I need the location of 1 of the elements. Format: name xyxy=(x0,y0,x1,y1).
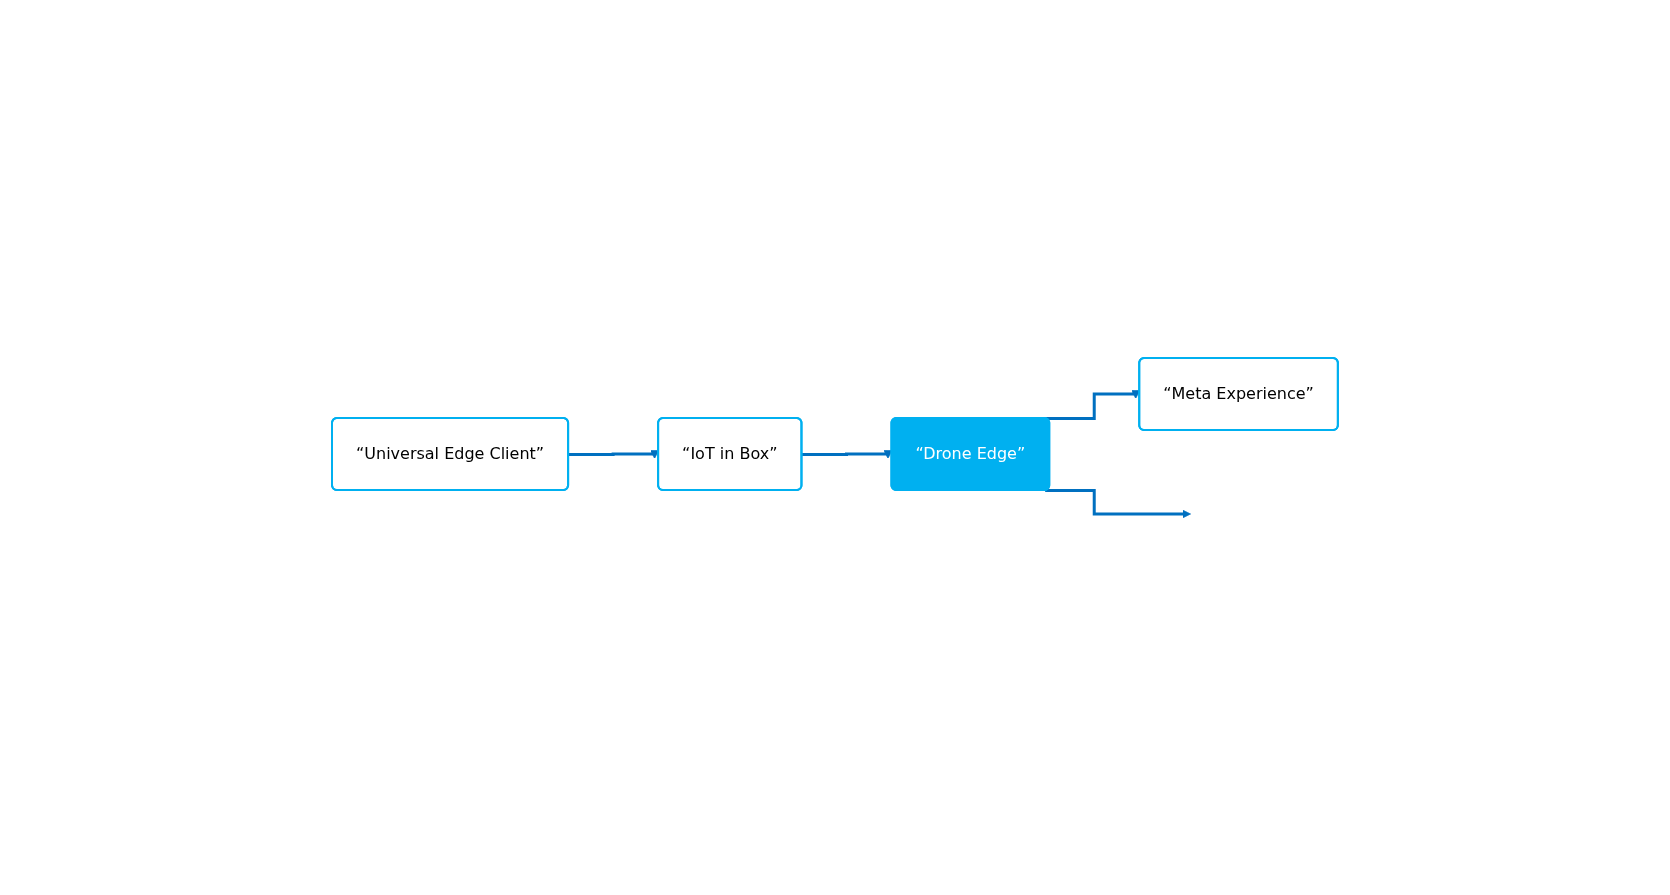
arrow xyxy=(1045,488,1191,518)
